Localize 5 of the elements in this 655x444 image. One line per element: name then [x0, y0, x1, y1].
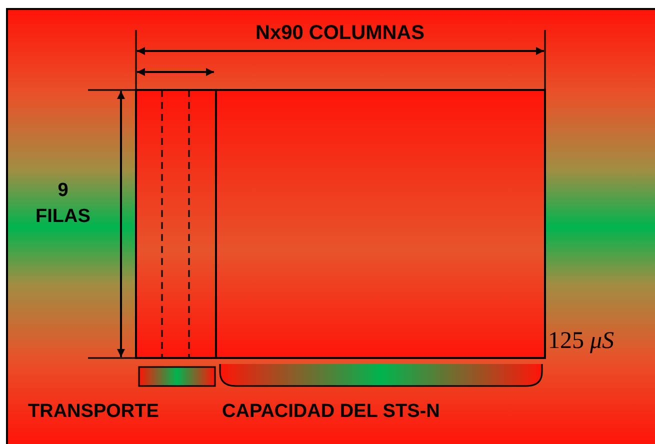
dimension-label: 9 FILAS [34, 179, 92, 229]
section-label: CAPACIDAD DEL STS-N [222, 401, 440, 423]
section-label: TRANSPORTE [28, 401, 159, 423]
time-label: 125 μS [548, 328, 614, 355]
dimension-label: Nx90 COLUMNAS [256, 22, 424, 45]
